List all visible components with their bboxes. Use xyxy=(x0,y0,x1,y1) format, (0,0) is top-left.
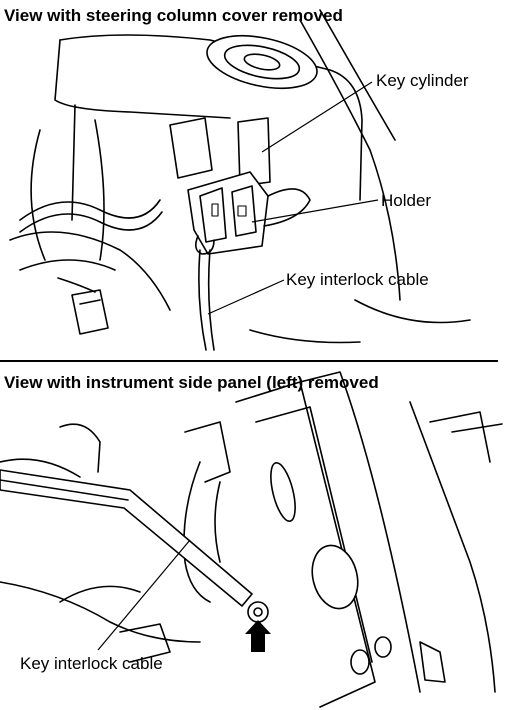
cable-rod xyxy=(0,469,253,607)
bolt xyxy=(247,601,269,623)
key-cylinder-label: Key cylinder xyxy=(376,71,469,90)
bottom-view-heading: View with instrument side panel (left) r… xyxy=(4,373,379,392)
key-cylinder-disc xyxy=(206,34,318,90)
panel-divider xyxy=(0,360,498,362)
arrow-icon xyxy=(245,620,271,652)
top-view-heading: View with steering column cover removed xyxy=(4,6,343,25)
key-interlock-cable-label-top: Key interlock cable xyxy=(286,270,429,289)
connector xyxy=(71,289,109,335)
instrument-panel-view: View with instrument side panel (left) r… xyxy=(0,362,512,710)
steering-column-illustration xyxy=(9,9,471,351)
key-interlock-cable-label-bottom: Key interlock cable xyxy=(20,654,163,673)
panel-slot xyxy=(270,461,296,523)
holder-label: Holder xyxy=(381,191,432,210)
panel-hole xyxy=(311,544,359,610)
steering-column-view: View with steering column cover removed … xyxy=(4,6,471,351)
instrument-panel-illustration xyxy=(0,371,503,708)
holder-block xyxy=(187,171,269,255)
